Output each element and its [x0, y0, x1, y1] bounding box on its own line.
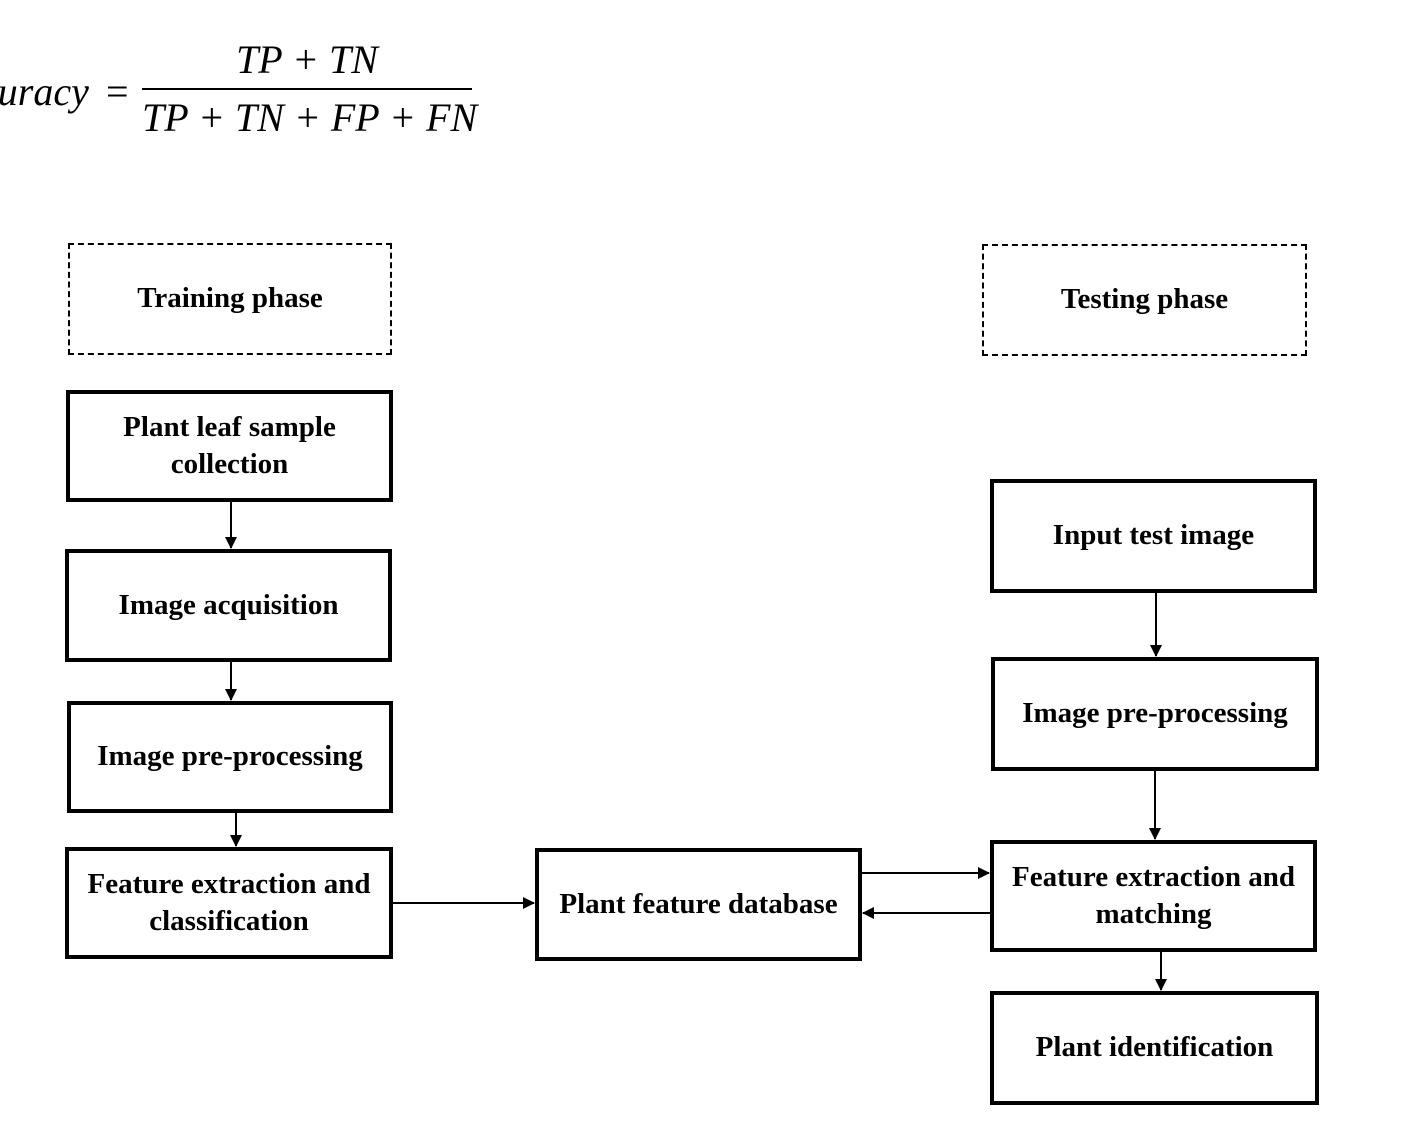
training-step-label: Image acquisition: [118, 588, 339, 621]
plant-feature-database: Plant feature database: [535, 848, 862, 961]
training-step-label: Image pre-processing: [97, 740, 363, 773]
testing-step-preprocessing: Image pre-processing: [991, 657, 1319, 771]
training-phase-label: Training phase: [68, 243, 392, 355]
training-step-preprocessing: Image pre-processing: [67, 701, 393, 813]
training-step-image-acquisition: Image acquisition: [65, 549, 392, 662]
formula-denominator: TP + TN + FP + FN: [142, 95, 478, 140]
testing-step-label: Input test image: [1052, 519, 1255, 552]
testing-phase-text: Testing phase: [1060, 283, 1229, 316]
formula-equals: =: [106, 69, 129, 114]
formula-lhs: curacy: [0, 69, 89, 114]
testing-step-feature-matching: Feature extraction and matching: [990, 840, 1317, 952]
testing-step-label: Image pre-processing: [1022, 697, 1288, 730]
testing-step-identification: Plant identification: [990, 991, 1319, 1105]
training-step-label: Feature extraction and classification: [87, 867, 371, 937]
testing-step-label: Feature extraction and matching: [1012, 860, 1295, 930]
formula-fraction-bar: [142, 88, 472, 90]
database-label: Plant feature database: [559, 887, 838, 920]
accuracy-formula: curacy = TP + TN TP + TN + FP + FN: [0, 30, 500, 150]
formula-numerator: TP + TN: [236, 37, 378, 82]
testing-phase-label: Testing phase: [982, 244, 1307, 356]
testing-step-label: Plant identification: [1035, 1031, 1274, 1064]
training-phase-text: Training phase: [137, 282, 323, 315]
training-step-sample-collection: Plant leaf sample collection: [66, 390, 393, 502]
training-step-feature-extraction: Feature extraction and classification: [65, 847, 393, 959]
training-step-label: Plant leaf sample collection: [123, 410, 336, 480]
testing-step-input-image: Input test image: [990, 479, 1317, 593]
